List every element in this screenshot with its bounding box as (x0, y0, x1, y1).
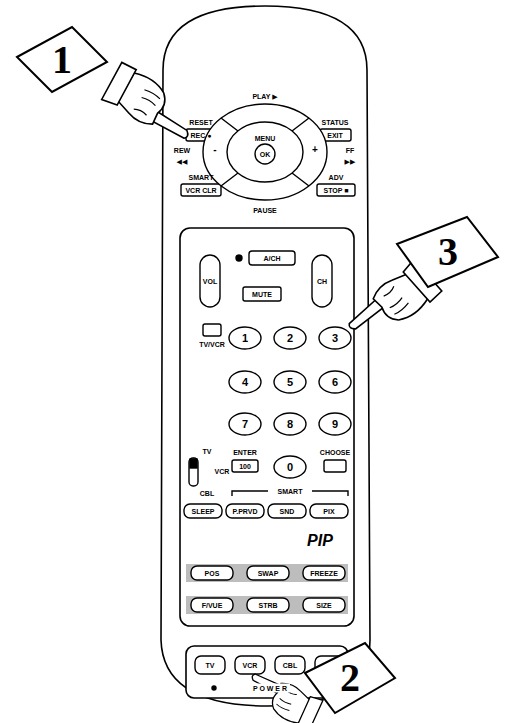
button-label: F/VUE (202, 602, 223, 609)
buttons (181, 104, 355, 690)
button-label: PLAY ▶ (252, 93, 277, 100)
callout-flag: 2 (300, 638, 400, 718)
button-label: TV (206, 662, 215, 669)
button-label: PIX (323, 508, 334, 515)
button-label: FREEZE (310, 570, 338, 577)
callout-flag: 1 (12, 22, 112, 97)
pip-logo: PIP (307, 533, 333, 549)
button-label: POS (205, 570, 220, 577)
power-label: P O W E R (250, 684, 290, 693)
button-label: STRB (258, 602, 277, 609)
button-label: SIZE (316, 602, 332, 609)
number-label: 7 (242, 419, 248, 430)
button-label: STOP ■ (324, 187, 349, 194)
number-label: 4 (242, 377, 248, 388)
button-label: CBL (283, 662, 297, 669)
remote-body (161, 6, 370, 706)
button-label: + (312, 145, 318, 155)
button-label: SMART (189, 174, 214, 181)
button-label: VOL (203, 278, 217, 285)
button-label: VCR (215, 468, 230, 475)
button-label: EXIT (327, 132, 343, 139)
number-label: 1 (242, 333, 248, 344)
flag-shape (397, 217, 498, 287)
button-label: REC ● (191, 132, 212, 139)
button-label: ▶▶ (345, 158, 356, 165)
callout-flag: 3 (392, 212, 504, 292)
callout-number: 3 (438, 232, 458, 272)
number-label: 6 (332, 377, 338, 388)
pointing-hand (98, 61, 202, 151)
button-label: VCR (243, 662, 258, 669)
number-label: 3 (332, 333, 338, 344)
button-label: TV (203, 448, 212, 455)
button-label: MUTE (252, 291, 272, 298)
button-label: REW (174, 147, 190, 154)
button-label: SWAP (258, 570, 279, 577)
button-label: ENTER (233, 449, 257, 456)
callout-number: 1 (52, 40, 72, 80)
button-label: SLEEP (192, 508, 215, 515)
button-label: FF (346, 147, 355, 154)
button-label: A/CH (263, 255, 280, 262)
button-label: STATUS (322, 119, 349, 126)
number-label: 8 (287, 419, 293, 430)
button-label: SND (280, 508, 295, 515)
flag-shape (305, 643, 395, 713)
number-label: 0 (287, 462, 293, 473)
button-label: ADV (329, 174, 344, 181)
button-label: PAUSE (253, 207, 277, 214)
callout-number: 2 (340, 658, 360, 698)
number-label: 2 (287, 333, 293, 344)
button-label: VCR CLR (185, 187, 216, 194)
button-label: OK (260, 151, 271, 158)
button-label: CHOOSE (320, 449, 350, 456)
button-label: TV/VCR (199, 341, 225, 348)
button-label: ◀◀ (177, 158, 188, 165)
button-label: - (213, 145, 216, 155)
button-label: CH (317, 278, 327, 285)
button-label: RESET (189, 119, 212, 126)
button-label: MENU (255, 135, 276, 142)
button-label: CBL (200, 490, 214, 497)
number-label: 9 (332, 419, 338, 430)
button-label: SMART (275, 487, 306, 496)
number-label: 5 (287, 377, 293, 388)
button-label: 100 (239, 463, 251, 470)
button-label: P.PRVD (232, 508, 257, 515)
flag-shape (17, 27, 107, 92)
